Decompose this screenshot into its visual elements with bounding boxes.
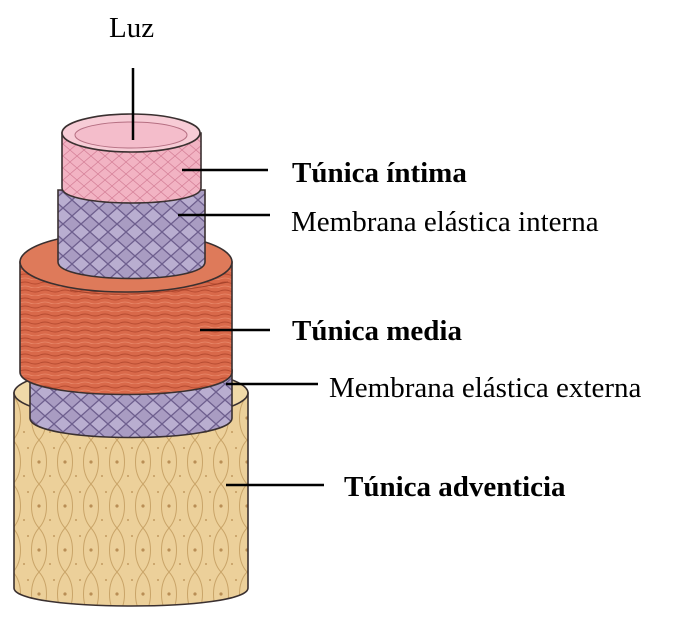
tunica-intima-layer (62, 114, 201, 203)
membrana-elastica-interna-label: Membrana elástica interna (291, 208, 599, 237)
luz-lumen (75, 122, 187, 148)
tunica-intima-label: Túnica íntima (292, 159, 467, 188)
tunica-media-label: Túnica media (292, 317, 462, 346)
luz-label: Luz (109, 14, 154, 43)
membrana-elastica-externa-label: Membrana elástica externa (329, 374, 641, 403)
tunica-adventicia-label: Túnica adventicia (344, 473, 566, 502)
